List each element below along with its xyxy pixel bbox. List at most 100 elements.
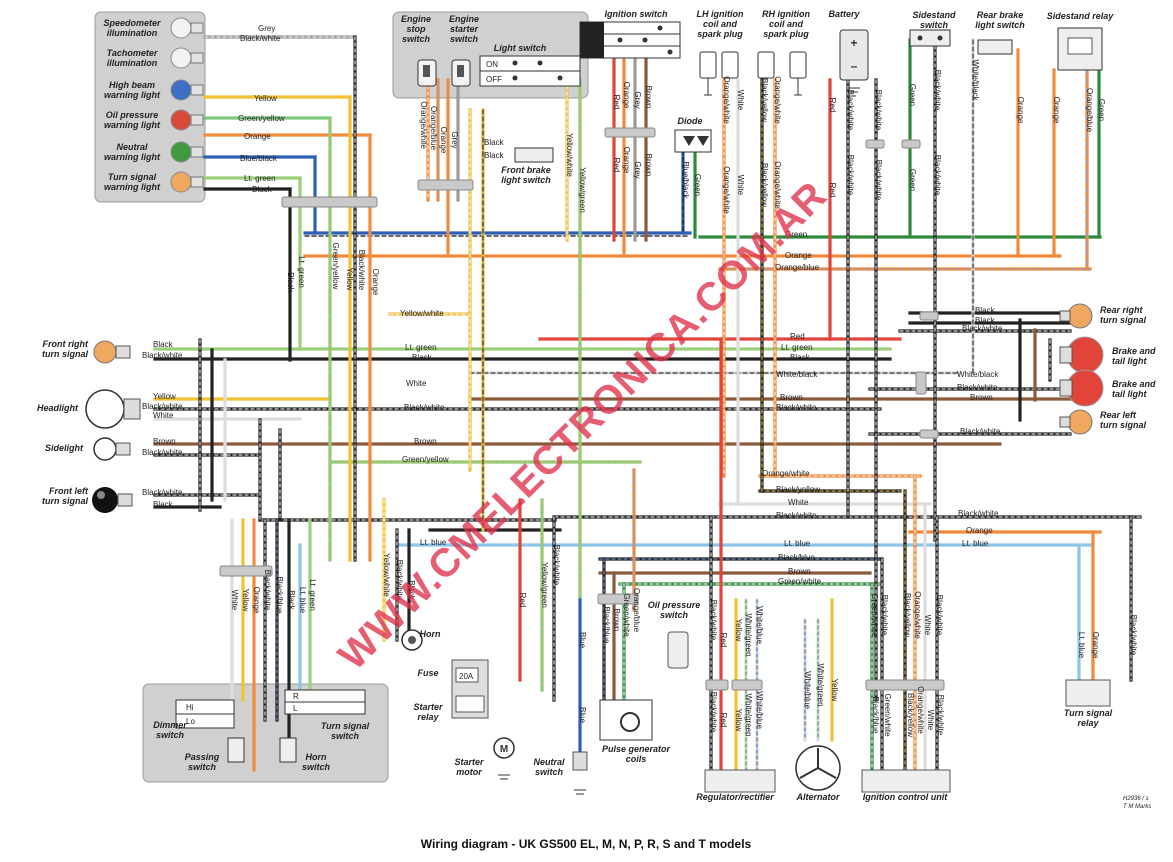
wire-label-vertical: Black	[407, 580, 416, 601]
wire-label-vertical: Green	[693, 174, 702, 196]
wire-label-vertical: Yellow/white	[565, 133, 574, 177]
wire-label-vertical: Black/yellow	[760, 78, 769, 122]
wire-label-vertical: Orange/white	[722, 76, 731, 124]
wire-label-vertical: Green	[908, 84, 917, 106]
wire-label: Lt. blue	[784, 539, 811, 548]
wire-label: Orange	[785, 251, 812, 260]
diode-label: Diode	[677, 116, 702, 126]
rear-right-turn-signal	[1059, 303, 1093, 329]
light-switch	[479, 55, 581, 87]
wire-label-vertical: Red	[719, 633, 728, 648]
wire-label: Black/blue	[778, 553, 815, 562]
wire-label: White/black	[776, 370, 818, 379]
wire-label: Black	[975, 316, 996, 325]
starter-motor: M	[493, 737, 515, 780]
wire-label: White/black	[957, 370, 999, 379]
wire-label-vertical: Red	[612, 158, 621, 173]
wire-label-vertical: Green/white	[883, 693, 892, 737]
wire-label-vertical: Orange/blue	[429, 106, 438, 151]
wire-label: Brown	[970, 393, 993, 402]
wire-label: Orange/white	[762, 469, 810, 478]
wire-label: Red	[790, 332, 805, 341]
wire-label-vertical: Black/white	[935, 595, 944, 636]
horn-label: Horn	[420, 629, 441, 639]
wire-label-vertical: Black/white	[874, 160, 883, 201]
wire-label: Black/white	[142, 351, 183, 360]
regulator-label: Regulator/rectifier	[696, 792, 774, 802]
ignition-switch-label: Ignition switch	[605, 9, 668, 19]
reference-line-2: T M Marks	[1123, 804, 1151, 810]
wire-label-vertical: White/black	[971, 59, 980, 101]
wire-label-vertical: Black/white	[846, 90, 855, 131]
wire-label-vertical: Red	[518, 593, 527, 608]
starter-relay-fuse	[451, 659, 489, 719]
wire-label-vertical: Grey	[633, 91, 642, 108]
fuse-label: Fuse	[417, 668, 438, 678]
wire-label-vertical: Black/yellow	[903, 593, 912, 637]
front-brake-switch	[514, 147, 554, 163]
reference-line-1: H2936 / s	[1123, 796, 1149, 802]
wire-label-vertical: White	[926, 710, 935, 731]
wire-label: Brown	[153, 437, 176, 446]
front-left-turn-signal	[92, 487, 133, 513]
rear-left-turn-signal	[1059, 409, 1093, 435]
headlight	[85, 389, 141, 429]
diode	[674, 129, 712, 153]
wire-label: Black	[975, 306, 996, 315]
sidestand-switch	[909, 29, 951, 47]
wire-label-vertical: White	[230, 590, 239, 611]
cluster-wire-label: Yellow	[254, 94, 277, 103]
wire-label: Orange/blue	[775, 263, 820, 272]
cluster-bulb-socket	[190, 22, 204, 34]
cluster-bulb-socket	[190, 114, 204, 126]
wire-label: Black	[153, 500, 174, 509]
wire-label: Black/white	[957, 383, 998, 392]
wire-label-vertical: Green	[908, 169, 917, 191]
cluster-bulb-socket	[190, 84, 204, 96]
wire-label-vertical: Black/white	[552, 545, 561, 586]
wire-label-vertical: Orange/white	[722, 166, 731, 214]
cluster-bulb-socket	[190, 52, 204, 64]
wire-label-vertical: Black/white	[1129, 615, 1138, 656]
engine-stop-switch	[417, 59, 437, 87]
wire-label-vertical: Orange/white	[916, 686, 925, 734]
wire-label: Green/white	[778, 577, 822, 586]
sidestand-relay	[1057, 27, 1103, 71]
wire-label-vertical: Orange	[439, 127, 448, 154]
neutral-switch	[572, 751, 588, 795]
brake-tail-light-2	[1059, 369, 1104, 407]
wire-label-vertical: White/blue	[755, 606, 764, 644]
dimmer-lo: Lo	[186, 717, 195, 726]
wire-label-vertical: Black/white	[933, 70, 942, 111]
wire-label-vertical: Lt. blue	[1077, 632, 1086, 659]
wire-label-vertical: Brown	[644, 86, 653, 109]
wire-label-vertical: Green/white	[870, 593, 879, 637]
cluster-wire-label: Grey	[258, 24, 275, 33]
alternator	[795, 745, 841, 791]
wire-label-vertical: Orange/white	[913, 591, 922, 639]
wire-label-vertical: Blue	[578, 707, 587, 724]
wire-label-vertical: Black/white	[880, 595, 889, 636]
wire-label-vertical: Yellow	[830, 679, 839, 702]
wire-label-vertical: Green/white	[622, 593, 631, 637]
wire-label-vertical: Black/blue	[275, 577, 284, 614]
wire-label-vertical: Black/yellow	[906, 693, 915, 737]
wire-label-vertical: Black/white	[709, 692, 718, 733]
wire-label-vertical: White/green	[816, 663, 825, 706]
cluster-wire-label: Lt. green	[244, 174, 276, 183]
